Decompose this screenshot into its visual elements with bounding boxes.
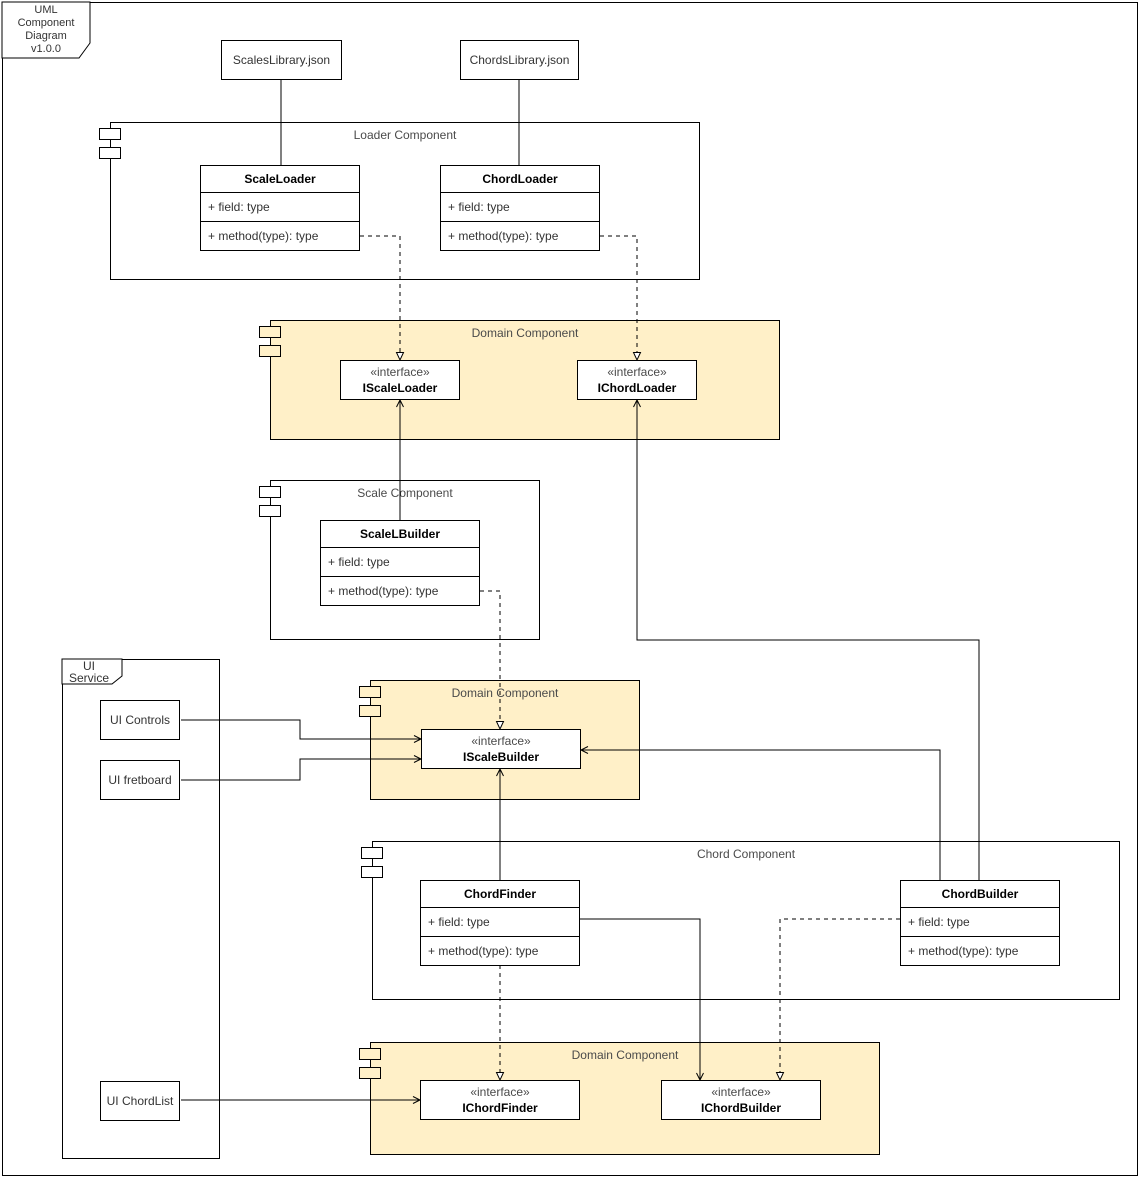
class-name: ChordLoader: [441, 166, 599, 193]
component-scale-title: Scale Component: [357, 486, 453, 500]
class-method: + method(type): type: [328, 584, 439, 598]
interface-name: IScaleLoader: [362, 381, 438, 395]
diagram-version-label: UML Component Diagram v1.0.0: [17, 4, 75, 55]
class-method: + method(type): type: [448, 229, 559, 243]
class-method: + method(type): type: [908, 944, 1019, 958]
class-method: + method(type): type: [208, 229, 319, 243]
ui-controls-box[interactable]: UI Controls: [100, 700, 180, 740]
component-icon: [99, 128, 121, 160]
class-name: ScaleLoader: [201, 166, 359, 193]
class-chord-loader[interactable]: ChordLoader + field: type + method(type)…: [440, 165, 600, 251]
class-name: ChordBuilder: [901, 881, 1059, 908]
class-name: ChordFinder: [421, 881, 579, 908]
class-field: + field: type: [201, 193, 359, 222]
class-method: + method(type): type: [428, 944, 539, 958]
component-icon: [359, 1048, 381, 1080]
class-field: + field: type: [421, 908, 579, 937]
component-icon: [359, 686, 381, 718]
component-loader-title: Loader Component: [353, 128, 457, 142]
interface-name: IChordFinder: [462, 1101, 538, 1115]
interface-name: IScaleBuilder: [462, 750, 540, 764]
interface-ichordbuilder[interactable]: «interface» IChordBuilder: [661, 1080, 821, 1120]
class-chord-finder[interactable]: ChordFinder + field: type + method(type)…: [420, 880, 580, 966]
class-scale-builder[interactable]: ScaleLBuilder + field: type + method(typ…: [320, 520, 480, 606]
class-name: ScaleLBuilder: [321, 521, 479, 548]
component-icon: [361, 847, 383, 879]
ui-service-title: UI Service: [68, 659, 109, 685]
component-icon: [259, 326, 281, 358]
component-icon: [259, 486, 281, 518]
interface-ichordloader[interactable]: «interface» IChordLoader: [577, 360, 697, 400]
interface-name: IChordLoader: [597, 381, 677, 395]
interface-stereotype: «interface»: [471, 734, 531, 748]
class-field: + field: type: [901, 908, 1059, 937]
interface-stereotype: «interface»: [470, 1085, 530, 1099]
artifact-scales-library[interactable]: ScalesLibrary.json: [221, 40, 342, 80]
interface-iscaleloader[interactable]: «interface» IScaleLoader: [340, 360, 460, 400]
component-ui-service[interactable]: [62, 659, 220, 1159]
component-domain-bottom-title: Domain Component: [571, 1048, 679, 1062]
artifact-chords-library[interactable]: ChordsLibrary.json: [460, 40, 579, 80]
component-loader[interactable]: Loader Component: [110, 122, 700, 280]
class-field: + field: type: [321, 548, 479, 577]
class-chord-builder[interactable]: ChordBuilder + field: type + method(type…: [900, 880, 1060, 966]
component-domain-mid-title: Domain Component: [451, 686, 559, 700]
interface-name: IChordBuilder: [701, 1101, 781, 1115]
interface-stereotype: «interface»: [711, 1085, 771, 1099]
component-chord-title: Chord Component: [696, 847, 796, 861]
interface-iscalebuilder[interactable]: «interface» IScaleBuilder: [421, 729, 581, 769]
class-field: + field: type: [441, 193, 599, 222]
ui-fretboard-box[interactable]: UI fretboard: [100, 760, 180, 800]
interface-stereotype: «interface»: [607, 365, 667, 379]
component-domain-top-title: Domain Component: [471, 326, 579, 340]
interface-stereotype: «interface»: [370, 365, 430, 379]
class-scale-loader[interactable]: ScaleLoader + field: type + method(type)…: [200, 165, 360, 251]
ui-chordlist-box[interactable]: UI ChordList: [100, 1081, 180, 1121]
interface-ichordfinder[interactable]: «interface» IChordFinder: [420, 1080, 580, 1120]
